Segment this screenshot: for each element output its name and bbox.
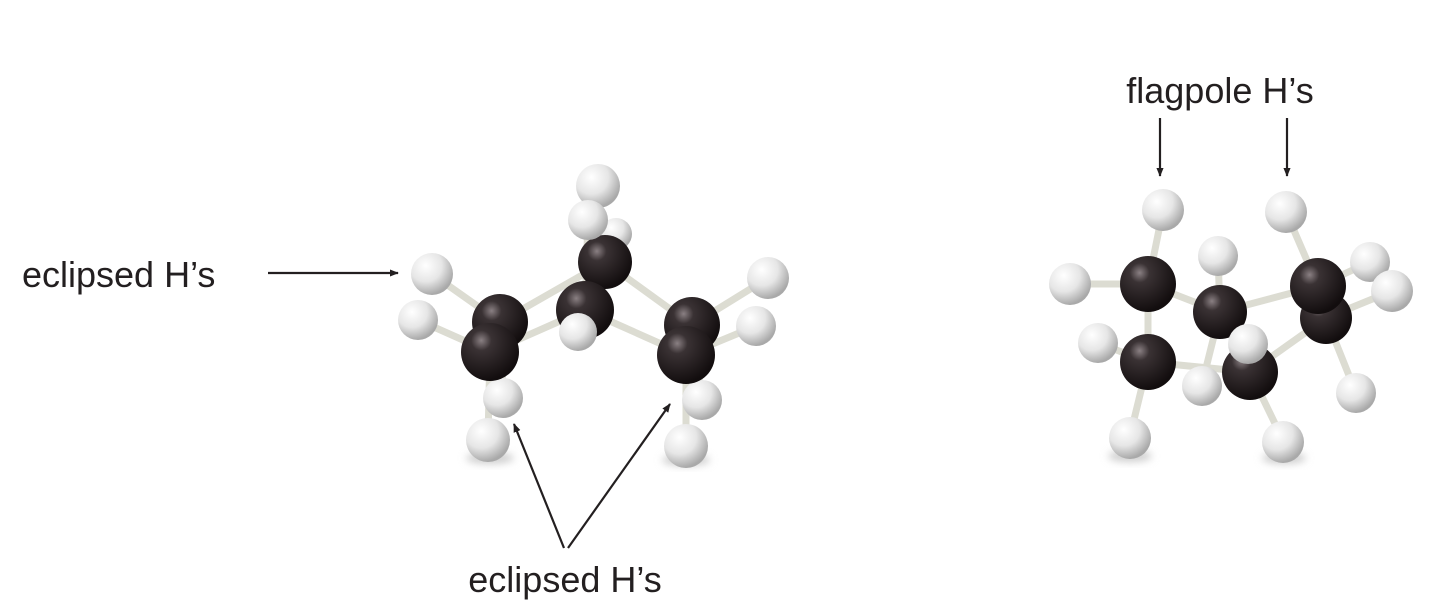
hydrogen-atom xyxy=(1182,366,1222,406)
hydrogen-atom xyxy=(1371,270,1413,312)
hydrogen-atom xyxy=(682,380,722,420)
carbon-atom xyxy=(1193,285,1247,339)
hydrogen-atom xyxy=(466,418,510,462)
boat-side-view-model xyxy=(398,164,789,468)
hydrogen-atom xyxy=(1198,236,1238,276)
carbon-atom xyxy=(657,326,715,384)
hydrogen-atom xyxy=(1336,373,1376,413)
carbon-atom xyxy=(1290,258,1346,314)
flagpole-label: flagpole H’s xyxy=(1126,70,1313,111)
carbon-atom xyxy=(1120,256,1176,312)
hydrogen-atom xyxy=(559,313,597,351)
eclipsed-label-left: eclipsed H’s xyxy=(22,254,215,295)
hydrogen-atom xyxy=(483,378,523,418)
hydrogen-atom xyxy=(1109,417,1151,459)
hydrogen-atom xyxy=(568,200,608,240)
arrow xyxy=(567,403,671,549)
hydrogen-atom xyxy=(1228,324,1268,364)
carbon-atom xyxy=(578,235,632,289)
hydrogen-atom xyxy=(1262,421,1304,463)
hydrogen-atom xyxy=(576,164,620,208)
hydrogen-atom xyxy=(747,257,789,299)
hydrogen-atom xyxy=(1265,191,1307,233)
boat-end-view-model xyxy=(1049,189,1413,464)
hydrogen-atom xyxy=(736,306,776,346)
carbon-atom xyxy=(461,323,519,381)
hydrogen-atom xyxy=(411,253,453,295)
carbon-atom xyxy=(1120,334,1176,390)
hydrogen-atom xyxy=(398,300,438,340)
hydrogen-atom xyxy=(1049,263,1091,305)
arrow xyxy=(512,423,566,549)
hydrogen-atom xyxy=(1078,323,1118,363)
eclipsed-label-bottom: eclipsed H’s xyxy=(468,559,661,600)
hydrogen-atom xyxy=(1350,242,1390,282)
hydrogen-atom xyxy=(664,424,708,468)
hydrogen-atom xyxy=(1142,189,1184,231)
